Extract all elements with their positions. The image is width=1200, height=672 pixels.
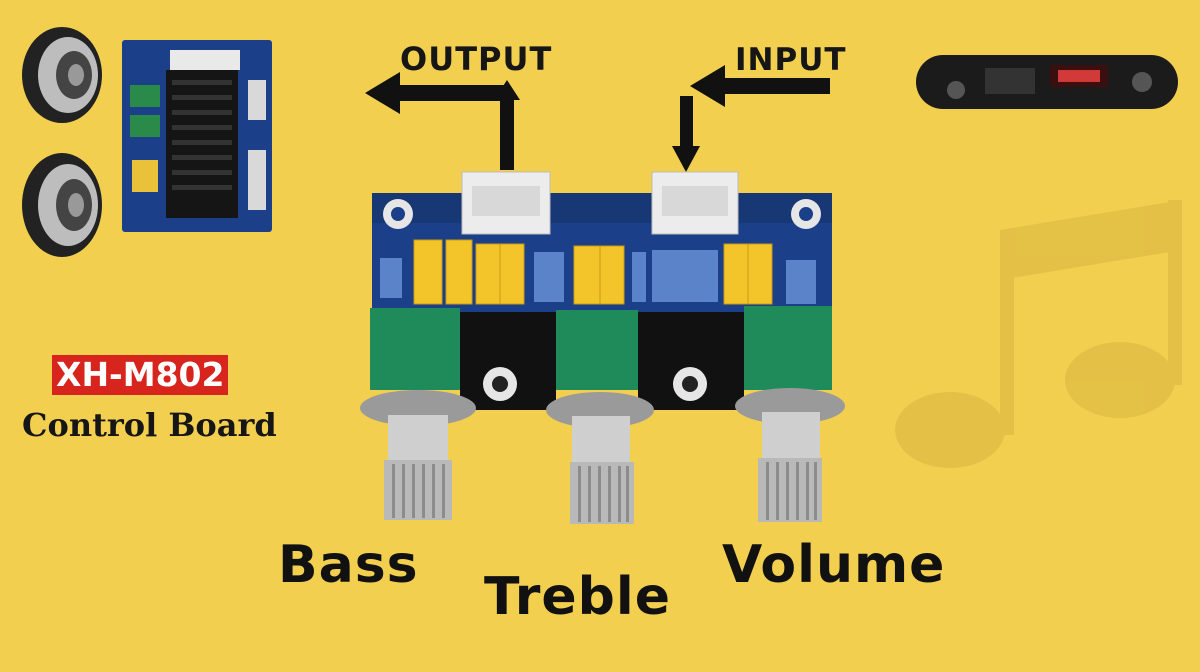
board-caption: Control Board: [22, 406, 277, 444]
input-label: INPUT: [735, 42, 847, 78]
volume-knob: [735, 388, 845, 522]
volume-label: Volume: [722, 535, 946, 595]
input-arrow-icon: [672, 65, 830, 172]
amplifier-board-icon: [122, 40, 272, 232]
tone-control-board: [370, 171, 832, 410]
speaker-icon: [22, 153, 102, 257]
treble-knob: [546, 392, 654, 524]
output-arrow-icon: [365, 72, 520, 170]
model-badge: XH-M802: [52, 355, 229, 395]
treble-label: Treble: [484, 567, 671, 627]
music-note-watermark-icon: [895, 200, 1182, 468]
bluetooth-decoder-module-icon: [916, 55, 1178, 109]
output-label: OUTPUT: [400, 40, 553, 78]
speaker-icon: [22, 27, 102, 123]
bass-knob: [360, 390, 476, 520]
bass-label: Bass: [278, 535, 419, 595]
